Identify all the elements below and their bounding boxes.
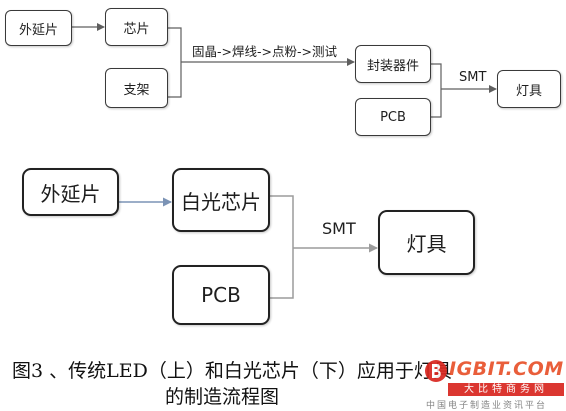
top-bracket-chip-support xyxy=(168,27,182,98)
figure-caption-line-2: 的制造流程图 xyxy=(165,386,280,408)
bottom-node-white-chip: 白光芯片 xyxy=(172,168,270,232)
figure-caption-line-1: 图3 、传统LED（上）和白光芯片（下）应用于灯具 xyxy=(12,360,452,382)
top-node-epi-wafer: 外延片 xyxy=(5,10,72,46)
top-node-packaged-device: 封装器件 xyxy=(355,45,431,83)
top-process-label: 固晶->焊线->点粉->测试 xyxy=(192,44,337,59)
top-node-pcb: PCB xyxy=(355,98,431,136)
top-smt-label: SMT xyxy=(459,70,487,85)
top-node-lamp: 灯具 xyxy=(497,70,561,108)
bigbit-logo-icon xyxy=(425,360,447,382)
bottom-bracket-chip-pcb xyxy=(270,195,294,299)
top-bracket-device-pcb xyxy=(431,63,442,118)
top-node-chip: 芯片 xyxy=(105,8,168,46)
bottom-node-epi-wafer: 外延片 xyxy=(22,168,119,216)
top-node-support: 支架 xyxy=(105,68,168,108)
bottom-smt-label: SMT xyxy=(322,219,356,238)
watermark: IGBIT.COM 大比特商务网 中国电子制造业资讯平台 xyxy=(424,357,564,411)
watermark-tagline: 中国电子制造业资讯平台 xyxy=(426,401,548,411)
watermark-logo-text: IGBIT.COM xyxy=(449,358,564,380)
bottom-node-lamp: 灯具 xyxy=(378,210,475,275)
watermark-brand-band: 大比特商务网 xyxy=(448,383,564,396)
bottom-node-pcb: PCB xyxy=(172,265,270,325)
